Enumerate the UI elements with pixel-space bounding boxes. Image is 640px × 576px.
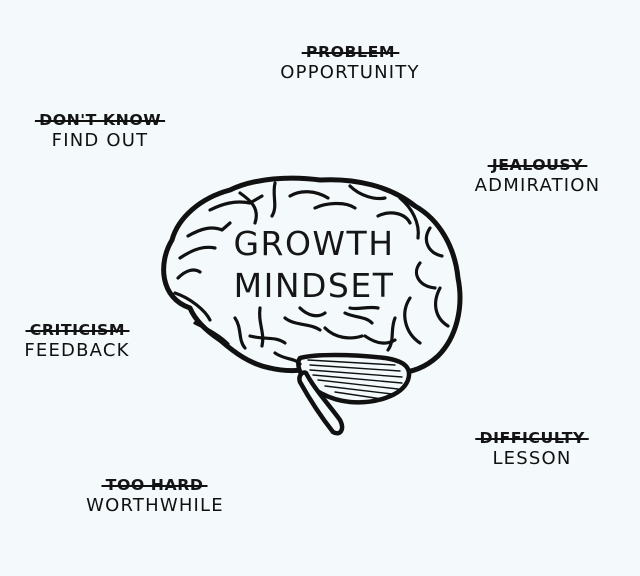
replacement-word: WORTHWHILE — [86, 495, 224, 516]
reframe-criticism: CRITICISM FEEDBACK — [2, 320, 152, 362]
reframe-too-hard: TOO HARD WORTHWHILE — [70, 475, 240, 517]
replacement-word: ADMIRATION — [474, 175, 601, 196]
reframe-jealousy: JEALOUSY ADMIRATION — [455, 155, 620, 197]
reframe-dont-know: DON'T KNOW FIND OUT — [10, 110, 190, 152]
replacement-word: FIND OUT — [51, 130, 149, 151]
brain-illustration: GROWTH MINDSET — [150, 168, 470, 440]
crossed-out-word: CRITICISM — [25, 321, 129, 339]
crossed-out-word: PROBLEM — [301, 43, 399, 61]
reframe-problem: PROBLEM OPPORTUNITY — [255, 42, 445, 84]
crossed-out-word: TOO HARD — [101, 476, 209, 494]
center-title-line1: GROWTH — [233, 224, 395, 263]
brain-icon — [161, 175, 463, 436]
replacement-word: OPPORTUNITY — [280, 62, 420, 83]
reframe-difficulty: DIFFICULTY LESSON — [452, 428, 612, 470]
replacement-word: FEEDBACK — [24, 340, 130, 361]
crossed-out-word: DON'T KNOW — [34, 111, 166, 129]
crossed-out-word: DIFFICULTY — [475, 429, 590, 447]
center-title-line2: MINDSET — [233, 266, 395, 305]
replacement-word: LESSON — [492, 448, 572, 469]
crossed-out-word: JEALOUSY — [487, 156, 588, 174]
